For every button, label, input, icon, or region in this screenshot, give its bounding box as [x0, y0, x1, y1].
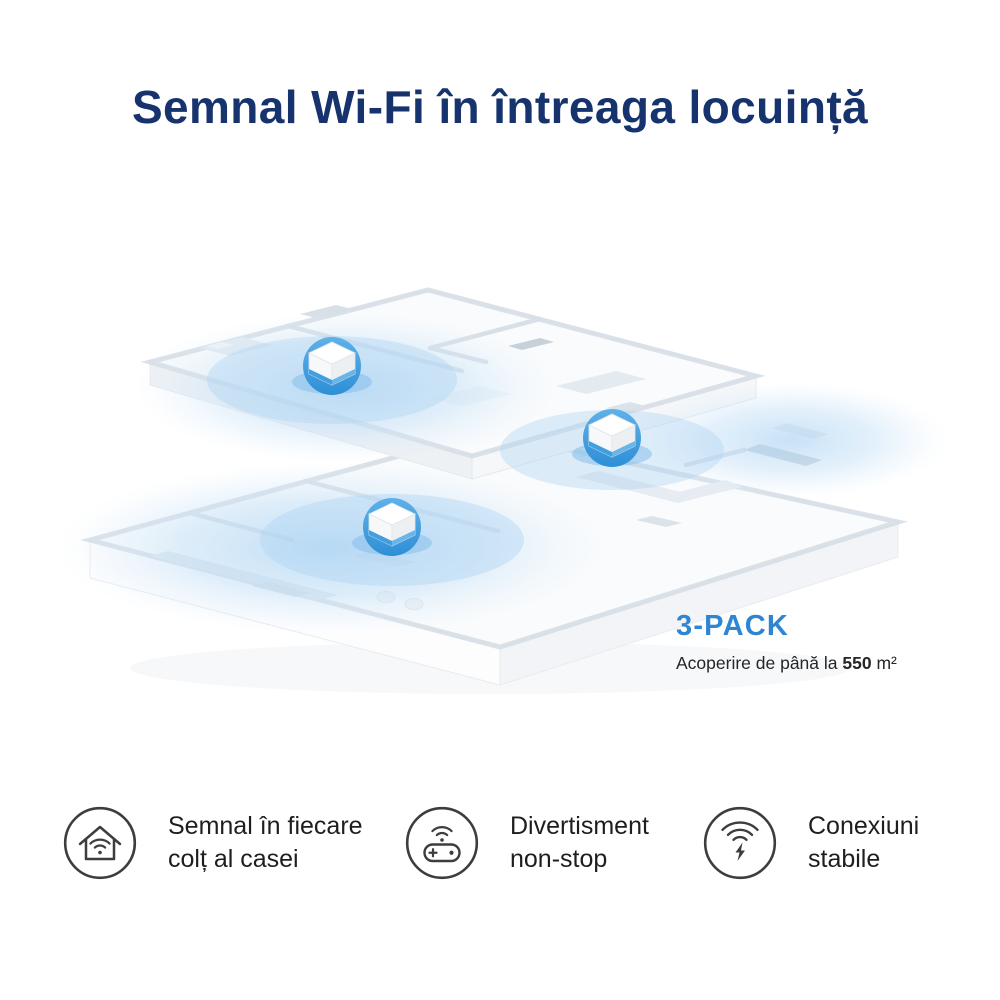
coverage-value: 550 — [842, 653, 872, 673]
house-wifi-icon — [63, 806, 137, 880]
coverage-prefix: Acoperire de până la — [676, 653, 838, 673]
pack-info: 3-PACK Acoperire de până la 550 m² — [676, 610, 897, 674]
feature-label: Conexiuni stabile — [808, 810, 919, 876]
coverage-ring — [260, 494, 524, 586]
coverage-ellipse — [58, 462, 602, 634]
feature-label-line: stabile — [808, 845, 881, 873]
feature-label: Semnal în fiecare colț al casei — [168, 810, 363, 876]
feature-entertainment: Divertisment non-stop — [404, 805, 649, 881]
feature-label: Divertisment non-stop — [510, 810, 649, 876]
coverage-ellipse — [135, 313, 555, 463]
feature-whole-home-signal: Semnal în fiecare colț al casei — [62, 805, 363, 881]
mesh-device — [572, 409, 652, 467]
furniture-lower — [150, 423, 828, 610]
floor-upper — [140, 287, 766, 480]
feature-label-line: Divertisment — [510, 812, 649, 840]
coverage-ellipse — [632, 382, 948, 498]
feature-label-line: colț al casei — [168, 845, 299, 873]
page-title: Semnal Wi-Fi în întreaga locuință — [131, 81, 869, 133]
gamepad-wifi-icon — [405, 806, 479, 880]
interior-walls-upper — [285, 316, 543, 374]
wifi-coverage-areas — [58, 313, 948, 634]
coverage-text: Acoperire de până la 550 m² — [676, 653, 897, 674]
coverage-unit: m² — [876, 653, 897, 673]
pack-label: 3-PACK — [676, 610, 790, 642]
mesh-device — [352, 498, 432, 556]
coverage-ring — [500, 410, 724, 490]
wifi-bolt-icon — [703, 806, 777, 880]
mesh-device — [292, 337, 372, 395]
furniture-upper — [200, 305, 646, 412]
feature-label-line: Conexiuni — [808, 812, 920, 840]
coverage-ring — [207, 336, 457, 424]
feature-label-line: Semnal în fiecare — [168, 812, 363, 840]
feature-label-line: non-stop — [510, 845, 608, 873]
feature-stable-connections: Conexiuni stabile — [702, 805, 919, 881]
interior-walls-lower — [187, 447, 747, 543]
